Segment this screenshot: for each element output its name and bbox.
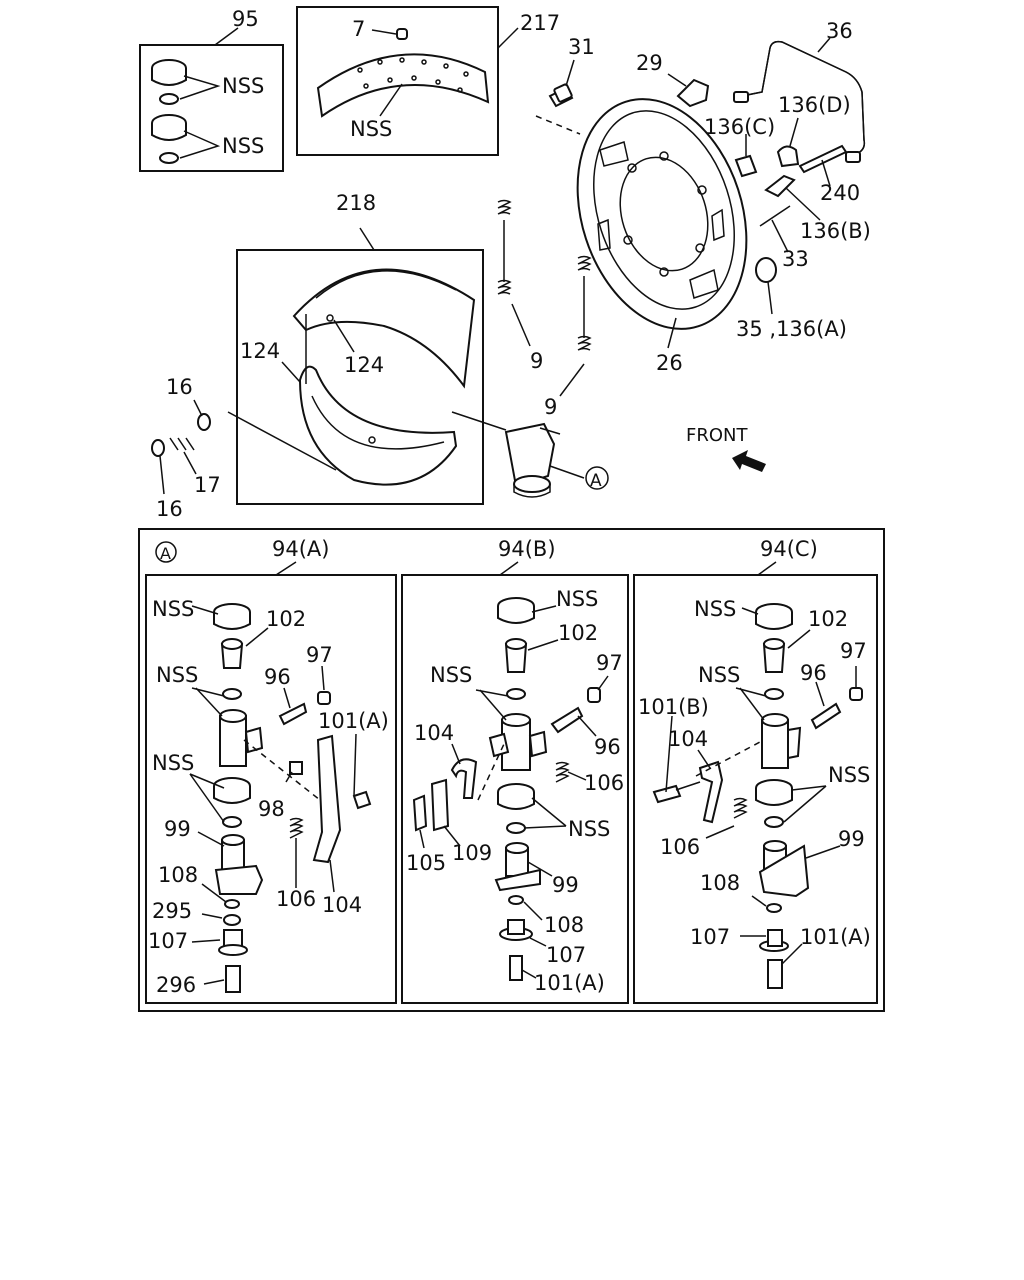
label-a-104: 104 xyxy=(322,893,362,917)
label-94a: 94(A) xyxy=(272,537,329,561)
label-a-106: 106 xyxy=(276,887,316,911)
label-front: FRONT xyxy=(686,425,748,446)
label-b-101a: 101(A) xyxy=(534,971,605,995)
part-95-seal-kit xyxy=(139,27,284,172)
label-9-lower: 9 xyxy=(544,395,557,419)
part-36-brake-pipe xyxy=(733,37,866,163)
part-16-17-adjuster xyxy=(151,399,337,495)
label-b-106: 106 xyxy=(584,771,624,795)
label-b-nss-mid: NSS xyxy=(430,663,472,687)
label-a-96: 96 xyxy=(264,665,291,689)
callout-a-detail: A xyxy=(160,544,171,563)
label-c-107: 107 xyxy=(690,925,730,949)
label-a-295: 295 xyxy=(152,899,192,923)
detail-a-frame xyxy=(138,528,885,1012)
label-218: 218 xyxy=(336,191,376,215)
label-c-nss-mid: NSS xyxy=(698,663,740,687)
part-136-fittings xyxy=(734,117,848,315)
label-b-104: 104 xyxy=(414,721,454,745)
panel-94a-parts xyxy=(189,603,372,993)
label-nss-95-top: NSS xyxy=(222,74,264,98)
label-94b: 94(B) xyxy=(498,537,556,561)
label-a-107: 107 xyxy=(148,929,188,953)
label-nss-lining: NSS xyxy=(350,117,392,141)
label-a-97: 97 xyxy=(306,643,333,667)
label-a-296: 296 xyxy=(156,973,196,997)
label-94c: 94(C) xyxy=(760,537,818,561)
label-16-bottom: 16 xyxy=(156,497,183,521)
label-c-99: 99 xyxy=(838,827,865,851)
label-33: 33 xyxy=(782,247,809,271)
label-c-nss-lower: NSS xyxy=(828,763,870,787)
label-95: 95 xyxy=(232,7,259,31)
label-16-top: 16 xyxy=(166,375,193,399)
part-218-brake-shoes xyxy=(236,227,507,505)
label-b-nss-lower: NSS xyxy=(568,817,610,841)
label-b-109: 109 xyxy=(452,841,492,865)
label-c-101a: 101(A) xyxy=(800,925,871,949)
front-arrow xyxy=(732,450,766,472)
label-240: 240 xyxy=(820,181,860,205)
label-7: 7 xyxy=(352,17,365,41)
label-136c: 136(C) xyxy=(704,115,775,139)
label-124-right: 124 xyxy=(344,353,384,377)
panel-94c-parts xyxy=(652,603,863,989)
part-9-springs xyxy=(497,199,592,397)
label-b-99: 99 xyxy=(552,873,579,897)
label-b-nss-top: NSS xyxy=(556,587,598,611)
panel-94c xyxy=(633,574,878,1004)
label-b-96: 96 xyxy=(594,735,621,759)
label-b-107: 107 xyxy=(546,943,586,967)
label-217: 217 xyxy=(520,11,560,35)
part-wheel-cylinder xyxy=(504,422,609,498)
box-218 xyxy=(236,249,484,505)
label-a-nss-mid: NSS xyxy=(156,663,198,687)
label-136b: 136(B) xyxy=(800,219,871,243)
callout-a-detail-circle xyxy=(155,541,177,563)
label-c-104: 104 xyxy=(668,727,708,751)
label-c-106: 106 xyxy=(660,835,700,859)
box-95 xyxy=(139,44,284,172)
label-c-nss-top: NSS xyxy=(694,597,736,621)
callout-a-top: A xyxy=(590,471,602,491)
label-a-98: 98 xyxy=(258,797,285,821)
part-26-backing-plate xyxy=(576,98,748,349)
label-c-101b: 101(B) xyxy=(638,695,709,719)
label-136d: 136(D) xyxy=(778,93,851,117)
front-arrow-icon xyxy=(732,450,766,472)
part-29-clip xyxy=(667,73,710,108)
label-b-97: 97 xyxy=(596,651,623,675)
label-124-left: 124 xyxy=(240,339,280,363)
label-a-nss-lower: NSS xyxy=(152,751,194,775)
label-a-108: 108 xyxy=(158,863,198,887)
label-17: 17 xyxy=(194,473,221,497)
callout-a-circle xyxy=(585,466,609,490)
label-36: 36 xyxy=(826,19,853,43)
label-c-97: 97 xyxy=(840,639,867,663)
label-b-105: 105 xyxy=(406,851,446,875)
label-a-101a: 101(A) xyxy=(318,709,389,733)
label-a-nss-top: NSS xyxy=(152,597,194,621)
panel-94a xyxy=(145,574,397,1004)
label-29: 29 xyxy=(636,51,663,75)
label-b-102: 102 xyxy=(558,621,598,645)
label-31: 31 xyxy=(568,35,595,59)
label-35-136a: 35 ,136(A) xyxy=(736,317,847,341)
label-c-108: 108 xyxy=(700,871,740,895)
box-217 xyxy=(296,6,499,156)
label-26: 26 xyxy=(656,351,683,375)
label-nss-95-bottom: NSS xyxy=(222,134,264,158)
label-b-108: 108 xyxy=(544,913,584,937)
label-a-99: 99 xyxy=(164,817,191,841)
panel-94b xyxy=(401,574,629,1004)
label-c-102: 102 xyxy=(808,607,848,631)
label-a-102: 102 xyxy=(266,607,306,631)
panel-94b-parts xyxy=(412,597,609,981)
label-9-upper: 9 xyxy=(530,349,543,373)
part-31-bolt xyxy=(535,59,581,135)
label-c-96: 96 xyxy=(800,661,827,685)
part-217-brake-lining xyxy=(296,6,519,156)
